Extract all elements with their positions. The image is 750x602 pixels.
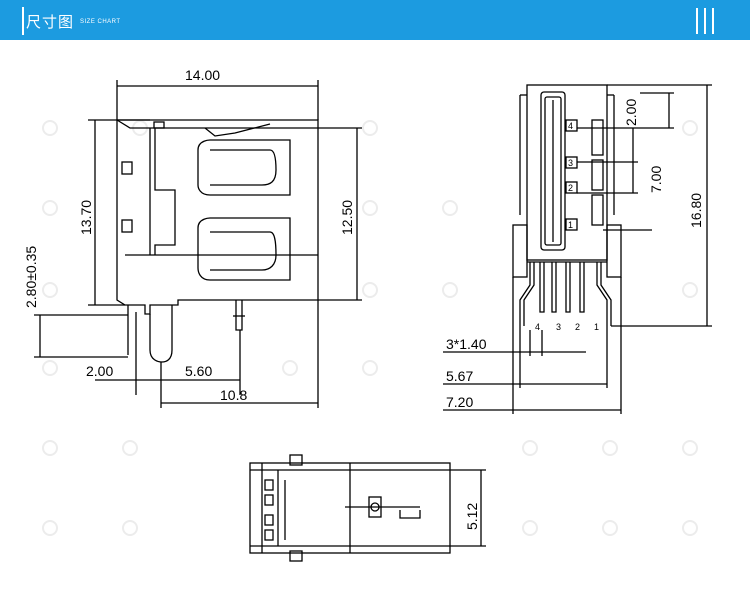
dim-bottom-width: 5.12 [464,503,480,530]
dim-front-height: 16.80 [688,193,704,228]
contact-label: 2 [568,183,573,193]
dim-inner-height: 12.50 [339,200,355,235]
dim-pin-offset: 2.00 [86,363,113,379]
pin-label: 1 [594,322,599,332]
pin-label: 2 [575,322,580,332]
dim-front-width-outer: 7.20 [446,394,473,410]
contact-label: 1 [568,220,573,230]
dim-pin-height: 2.80±0.35 [23,246,39,308]
contact-label: 4 [568,121,573,131]
dim-board-width: 10.8 [220,387,247,403]
header-left-bar [22,7,24,35]
contact-label: 3 [568,158,573,168]
dim-pin-pitch: 5.60 [185,363,212,379]
page-subtitle: SIZE CHART [80,19,121,25]
dim-side-width: 14.00 [185,67,220,83]
header-banner: 尺寸图 SIZE CHART [0,0,750,40]
dim-front-width-inner: 5.67 [446,368,473,384]
watermark-pattern [42,120,698,536]
pin-label: 4 [535,322,540,332]
side-view [34,80,362,408]
dim-front-top: 2.00 [623,99,639,126]
bottom-view [249,454,486,562]
page-title: 尺寸图 [26,14,75,31]
dim-side-height: 13.70 [78,200,94,235]
dim-front-pitch: 7.00 [648,166,664,193]
dim-front-pin-pitch: 3*1.40 [446,336,487,352]
pin-label: 3 [556,322,561,332]
front-view [443,84,712,414]
